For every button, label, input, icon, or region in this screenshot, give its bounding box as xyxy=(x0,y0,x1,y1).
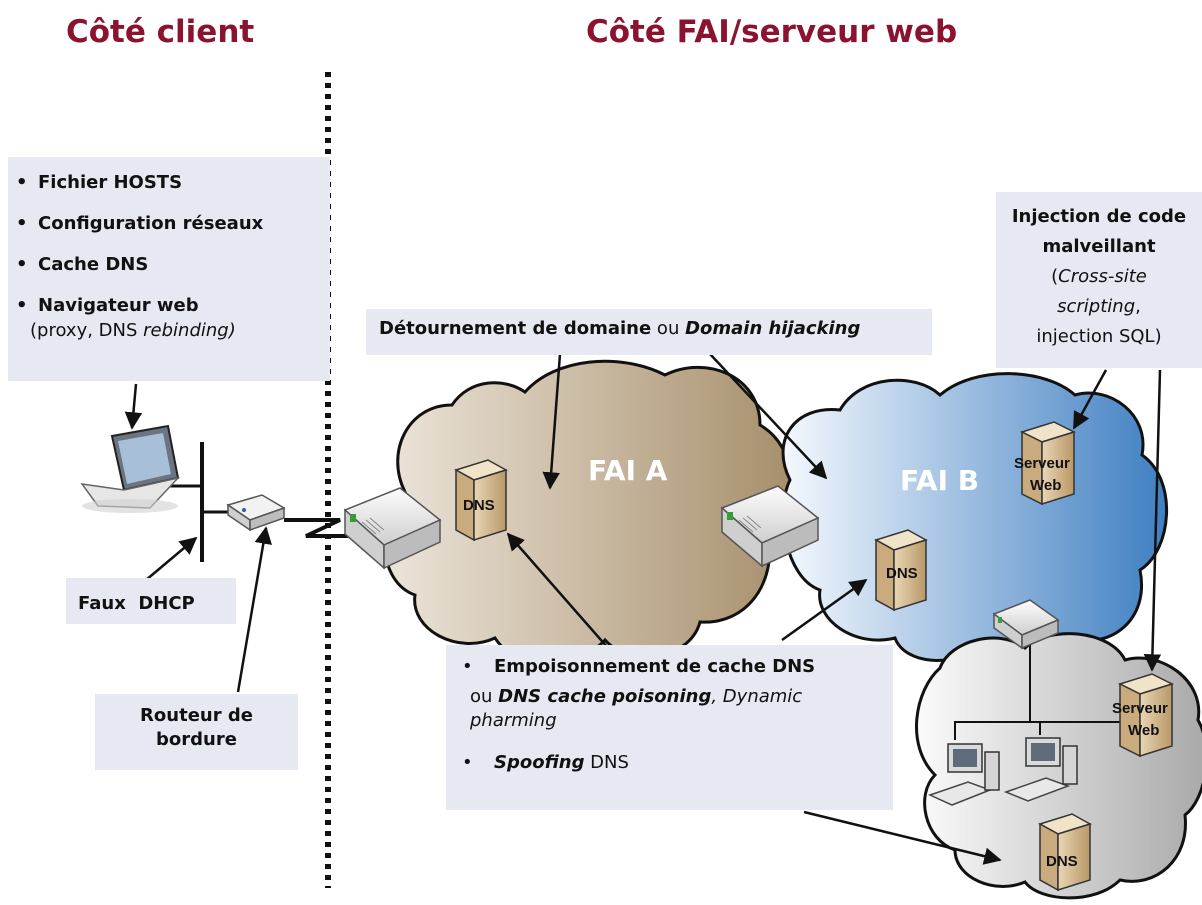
dns-label: DNS xyxy=(1046,853,1078,870)
arrow-injection-to-web-b xyxy=(1072,369,1108,430)
arrow-hijack-to-fai-a xyxy=(542,353,562,490)
server-side-title: Côté FAI/serveur web xyxy=(586,14,958,50)
arrow-navigateur-to-laptop xyxy=(124,383,143,430)
faux-dhcp-label: Faux DHCP xyxy=(78,593,195,614)
navigator-note: (proxy, DNS rebinding) xyxy=(30,320,236,341)
poison-line3: pharming xyxy=(470,710,557,731)
client-side-title: Côté client xyxy=(66,14,255,50)
wan-link xyxy=(284,518,362,538)
faux-dhcp-box: Faux DHCP xyxy=(66,578,236,624)
web-server-label-1: Serveur xyxy=(1112,700,1168,717)
border-router-label-line2: bordure xyxy=(156,729,237,750)
fai-a-router-icon xyxy=(343,487,442,570)
hijack-bold: Détournement de domaine xyxy=(379,318,652,339)
web-server-label-1: Serveur xyxy=(1014,455,1070,472)
fai-a-label: FAI A xyxy=(588,454,668,487)
list-item: Navigateur web xyxy=(8,296,330,317)
poison-bullet-1: •Empoisonnement de cache DNS xyxy=(462,656,816,677)
workstation-icon xyxy=(1003,737,1078,802)
list-item: Cache DNS xyxy=(8,255,330,276)
arrow-hijack-to-fai-b xyxy=(709,353,828,480)
poison-line2: ou DNS cache poisoning, Dynamic xyxy=(470,686,803,707)
fai-b-router-icon xyxy=(720,485,820,568)
border-router-icon xyxy=(226,494,286,532)
lan-router-icon xyxy=(992,599,1060,650)
dns-poisoning-box: •Empoisonnement de cache DNS ou DNS cach… xyxy=(446,645,893,810)
hijack-mid: ou xyxy=(651,318,686,339)
laptop-icon xyxy=(80,424,181,513)
arrow-injection-to-web-lan xyxy=(1143,369,1162,672)
list-item: Fichier HOSTS xyxy=(8,173,330,194)
web-server-icon: Serveur Web xyxy=(1112,673,1174,758)
list-item: Configuration réseaux xyxy=(8,214,330,235)
hijack-italic: Domain hijacking xyxy=(685,318,861,339)
dns-server-icon: DNS xyxy=(454,459,508,542)
border-router-label-line1: Routeur de xyxy=(140,705,253,726)
arrow-routeur-to-router xyxy=(236,526,272,693)
client-threats-box: Fichier HOSTS Configuration réseaux Cach… xyxy=(8,157,330,381)
arrow-dhcp-to-lan xyxy=(145,536,198,581)
fai-b-cloud xyxy=(781,372,1169,664)
injection-line2: malveillant xyxy=(1042,236,1156,257)
domain-hijacking-box: Détournement de domaine ou Domain hijack… xyxy=(366,309,932,355)
poison-bullet-2: •Spoofing DNS xyxy=(462,752,629,773)
arrow-poison-to-dns-b xyxy=(781,578,868,642)
arrow-poison-to-dns-a xyxy=(506,532,609,649)
dns-label: DNS xyxy=(463,497,495,514)
web-server-icon: Serveur Web xyxy=(1014,421,1076,506)
workstation-icon xyxy=(927,743,1000,806)
border-router-box: Routeur de bordure xyxy=(95,694,298,770)
client-threats-list: Fichier HOSTS Configuration réseaux Cach… xyxy=(8,173,330,317)
dns-server-icon: DNS xyxy=(874,529,928,612)
injection-line3: (Cross-site xyxy=(1051,266,1147,287)
dns-server-icon: DNS xyxy=(1038,813,1092,892)
injection-line1: Injection de code xyxy=(1011,206,1187,227)
dns-label: DNS xyxy=(886,565,918,582)
fai-b-label: FAI B xyxy=(900,464,980,497)
code-injection-box: Injection de code malveillant (Cross-sit… xyxy=(996,192,1202,368)
arrow-spoofing-to-dns-lan xyxy=(803,810,1002,865)
injection-line5: injection SQL) xyxy=(1036,326,1162,347)
web-server-label-2: Web xyxy=(1030,477,1061,494)
web-server-label-2: Web xyxy=(1128,722,1159,739)
injection-line4: scripting, xyxy=(1057,296,1141,317)
